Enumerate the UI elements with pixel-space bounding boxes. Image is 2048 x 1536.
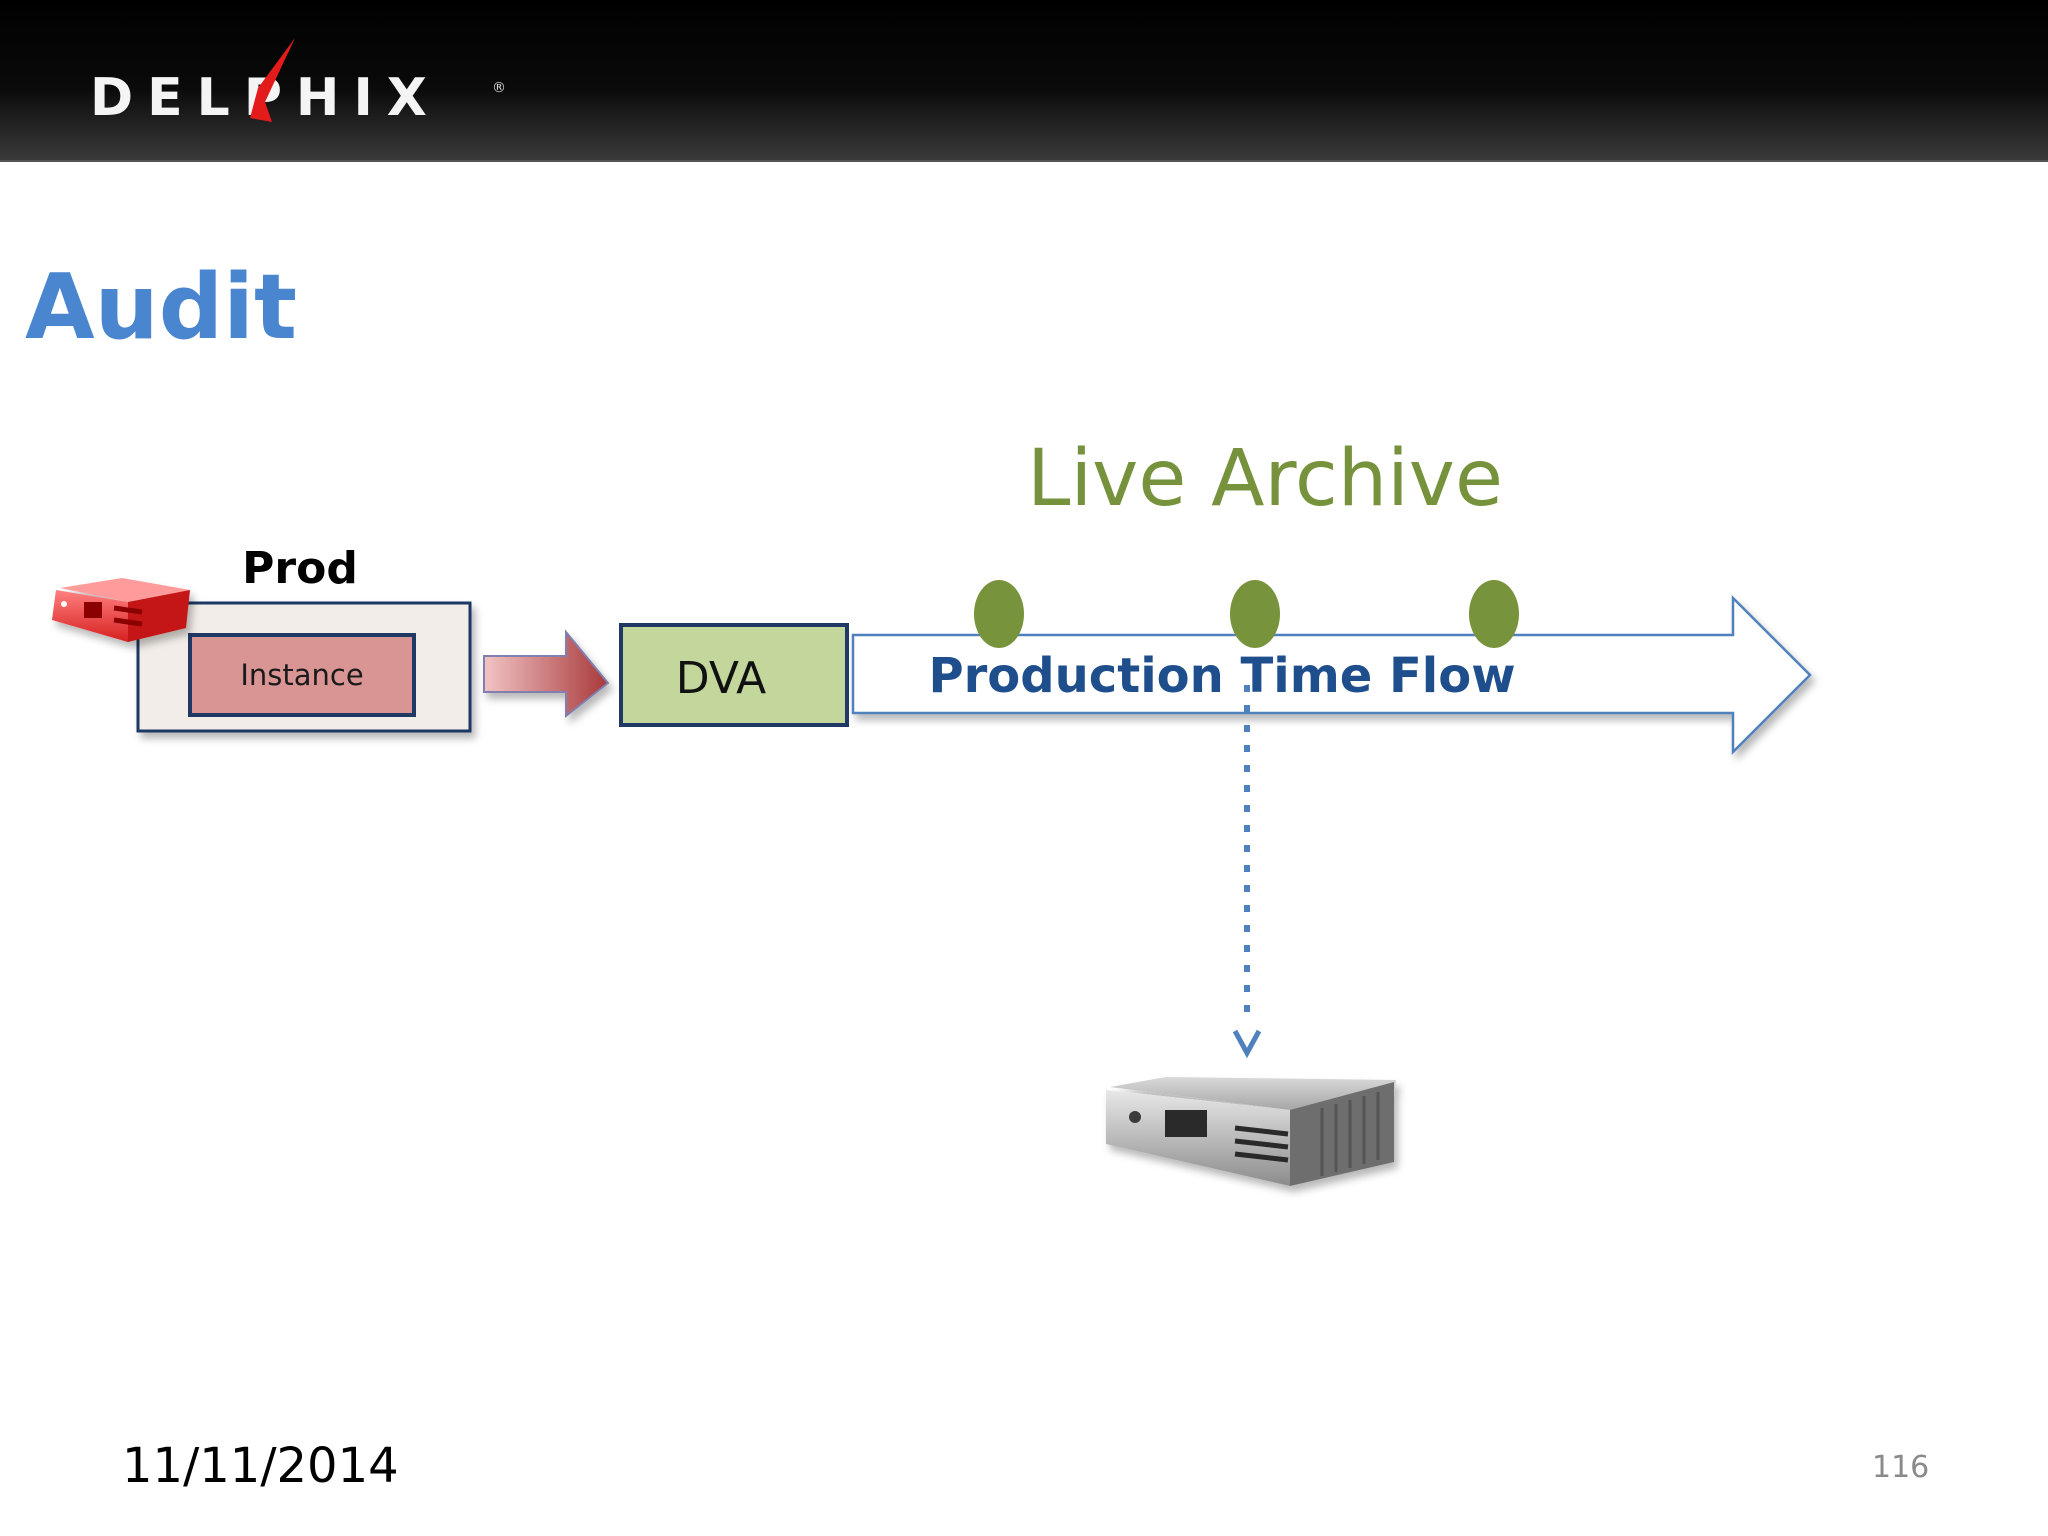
- production-time-flow-label: Production Time Flow: [928, 648, 1515, 704]
- production-time-flow-arrow: [851, 594, 1812, 756]
- prod-label: Prod: [242, 543, 358, 594]
- logo-flame-icon: [250, 38, 295, 122]
- arrow-down-icon: [1232, 1029, 1262, 1059]
- red-server-icon: [52, 578, 190, 642]
- arrow-right-icon: [483, 629, 610, 719]
- instance-box: [188, 633, 416, 717]
- snapshot-dot-icon: [1469, 580, 1519, 648]
- logo-registered-mark: ®: [492, 80, 506, 96]
- header-bar: DELPHIX ®: [0, 0, 2048, 162]
- gray-server-icon: [1106, 1077, 1396, 1186]
- instance-label: Instance: [240, 658, 363, 692]
- slide-title: Audit: [25, 255, 298, 360]
- delphix-logo: DELPHIX ®: [90, 38, 506, 128]
- live-archive-label: Live Archive: [1027, 434, 1503, 524]
- page-number: 116: [1872, 1450, 1930, 1485]
- snapshot-dot-icon: [1230, 580, 1280, 648]
- snapshot-dot-icon: [974, 580, 1024, 648]
- footer-date: 11/11/2014: [122, 1438, 399, 1494]
- dva-box: [619, 623, 849, 727]
- dva-label: DVA: [676, 653, 767, 704]
